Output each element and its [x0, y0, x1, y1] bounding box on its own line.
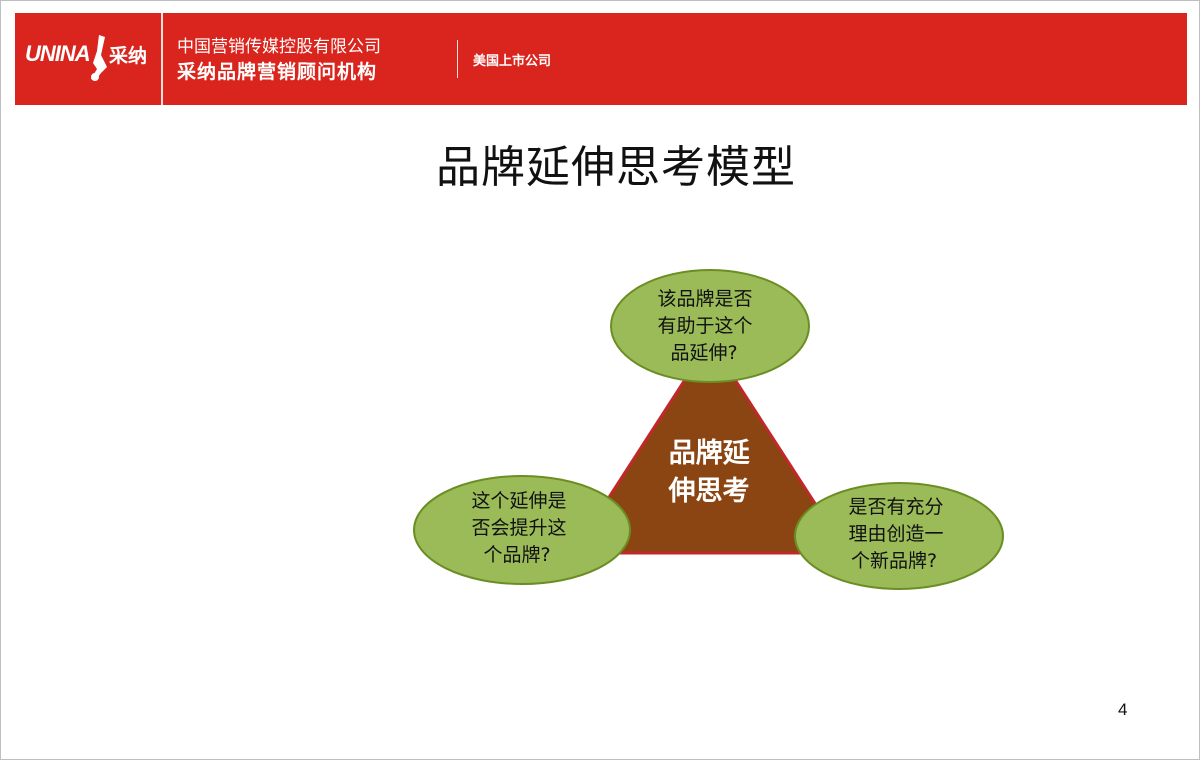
node-right: 是否有充分 理由创造一 个新品牌? — [794, 482, 1004, 590]
page-number: 4 — [1118, 700, 1128, 719]
node-top-line: 品延伸? — [670, 342, 737, 364]
svg-text:这个延伸是 否会提升这 个品: 这个延伸是 否会提升这 个品牌? — [471, 490, 572, 566]
node-top-line: 该品牌是否 — [657, 288, 752, 310]
node-right-line: 是否有充分 — [848, 496, 943, 518]
company-logo: UNINA 采纳 — [25, 31, 161, 87]
node-left-line: 这个延伸是 — [471, 490, 566, 512]
svg-text:该品牌是否 有助于这个 品延: 该品牌是否 有助于这个 品延伸? — [657, 288, 758, 364]
slide-title: 品牌延伸思考模型 — [436, 142, 796, 193]
node-top: 该品牌是否 有助于这个 品延伸? — [610, 269, 810, 383]
logo-wordmark-latin: UNINA — [25, 41, 91, 66]
center-triangle — [570, 338, 850, 555]
runner-icon — [91, 35, 107, 81]
node-top-line: 有助于这个 — [657, 315, 752, 337]
logo-wordmark-cn: 采纳 — [109, 45, 148, 67]
company-name-line1: 中国营销传媒控股有限公司 — [177, 37, 381, 57]
header-divider — [161, 13, 163, 105]
node-left-line: 否会提升这 — [471, 517, 566, 539]
node-left-line: 个品牌? — [483, 544, 550, 566]
company-name-line2: 采纳品牌营销顾问机构 — [177, 61, 378, 83]
node-left: 这个延伸是 否会提升这 个品牌? — [413, 475, 631, 585]
listed-company-label: 美国上市公司 — [473, 54, 552, 69]
header-mini-divider — [457, 40, 458, 78]
svg-text:是否有充分 理由创造一 个新: 是否有充分 理由创造一 个新品牌? — [848, 496, 949, 572]
center-label-line: 伸思考 — [668, 476, 750, 507]
company-name: 中国营销传媒控股有限公司 采纳品牌营销顾问机构 — [177, 35, 381, 85]
center-label: 品牌延 伸思考 — [668, 438, 760, 507]
header-banner: UNINA 采纳 中国营销传媒控股有限公司 采纳品牌营销顾问机构 美国上市公司 — [15, 13, 1187, 105]
node-right-line: 理由创造一 — [848, 523, 943, 545]
node-right-line: 个新品牌? — [851, 550, 937, 572]
center-label-line: 品牌延 — [669, 438, 751, 469]
